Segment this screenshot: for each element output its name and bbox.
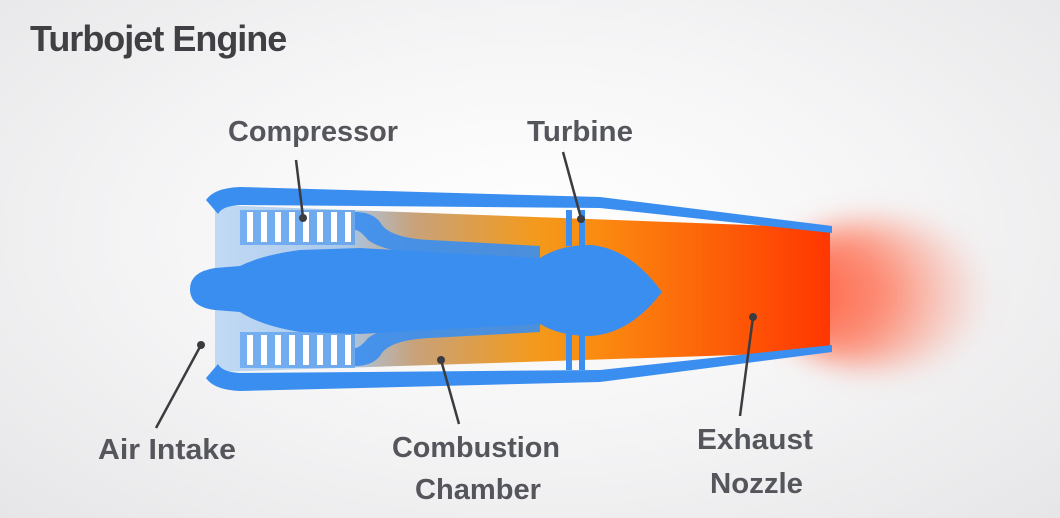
- casing-bottom: [206, 345, 832, 391]
- leader-dots: [197, 214, 757, 364]
- exhaust-label-line1: Exhaust: [697, 424, 813, 456]
- compressor-leader: [294, 159, 305, 218]
- engine-shaft: [190, 245, 662, 336]
- compressor-blades-bottom: [240, 332, 355, 368]
- air-intake-label: Air Intake: [98, 434, 236, 466]
- turbine-leader: [561, 151, 583, 219]
- air-intake-leader: [154, 344, 203, 429]
- turbine-label: Turbine: [527, 116, 633, 148]
- leader-lines: [154, 151, 755, 429]
- exhaust-leader: [738, 316, 755, 417]
- compressor-label: Compressor: [228, 116, 398, 148]
- combustion-label-line2: Chamber: [415, 474, 541, 506]
- compressor-blades-top: [240, 210, 355, 245]
- casing-top: [206, 187, 832, 233]
- exhaust-label-line2: Nozzle: [710, 468, 803, 500]
- combustion-liner-top: [355, 212, 540, 258]
- combustion-label-line1: Combustion: [392, 432, 560, 464]
- combustion-leader: [439, 359, 461, 425]
- page-title: Turbojet Engine: [30, 18, 287, 59]
- turbine-blades: [566, 210, 585, 370]
